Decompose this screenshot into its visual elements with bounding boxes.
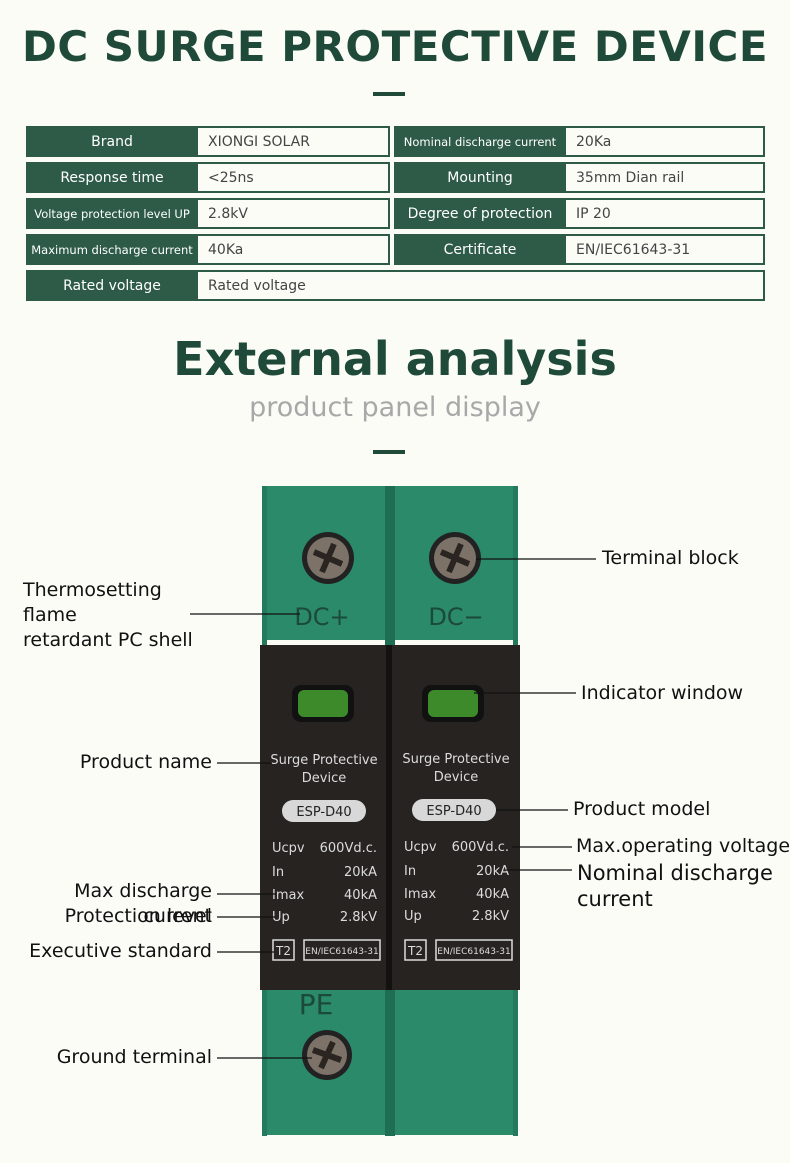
spec-value: IP 20 — [566, 198, 765, 229]
model-badge — [412, 799, 496, 821]
model-text: ESP-D40 — [296, 805, 351, 820]
spec-key: Imax — [272, 888, 304, 903]
callout-lines — [190, 558, 596, 1059]
spec-val: 20kA — [476, 864, 509, 879]
spec-key: In — [404, 864, 416, 879]
spec-value: Rated voltage — [198, 270, 765, 301]
callout-nominal-line1: Nominal discharge — [577, 861, 773, 885]
product-name-line2: Device — [302, 771, 346, 786]
pe-label: PE — [299, 988, 334, 1021]
spec-value: XIONGI SOLAR — [198, 126, 390, 157]
spec-label: Mounting — [394, 162, 566, 193]
spec-val: 2.8kV — [472, 909, 509, 924]
callout-terminal-block: Terminal block — [602, 547, 739, 569]
spec-label: Certificate — [394, 234, 566, 265]
product-name-line2: Device — [434, 770, 478, 785]
dc-plus-label: DC+ — [294, 603, 349, 631]
spec-val: 600Vd.c. — [452, 840, 509, 855]
spec-val: 40kA — [476, 887, 509, 902]
spec-key: Up — [272, 910, 290, 925]
spec-value: EN/IEC61643-31 — [566, 234, 765, 265]
spec-key: Ucpv — [272, 841, 305, 856]
spec-label: Voltage protection level UP — [26, 198, 198, 229]
spec-key: Up — [404, 909, 422, 924]
spec-value: 2.8kV — [198, 198, 390, 229]
spec-table: Brand XIONGI SOLAR Nominal discharge cur… — [26, 121, 765, 306]
spec-label: Maximum discharge current — [26, 234, 198, 265]
spec-label: Degree of protection — [394, 198, 566, 229]
product-name-line1: Surge Protective — [402, 752, 509, 767]
spec-val: 40kA — [344, 888, 377, 903]
screw-icon — [302, 532, 354, 584]
product-name-line1: Surge Protective — [270, 753, 377, 768]
callout-ground-terminal: Ground terminal — [56, 1046, 212, 1068]
spec-label: Rated voltage — [26, 270, 198, 301]
t2-text: T2 — [275, 944, 291, 958]
standard-badge — [435, 939, 513, 961]
callout-nominal-line2: current — [577, 887, 653, 911]
spec-key: In — [272, 865, 284, 880]
callout-max-operating-voltage: Max.operating voltage — [576, 835, 790, 857]
callout-shell-line2: retardant PC shell — [23, 629, 193, 651]
table-row: Rated voltage Rated voltage — [26, 270, 765, 301]
screw-icon — [302, 1030, 352, 1080]
spec-label: Response time — [26, 162, 198, 193]
t2-badge — [272, 939, 295, 961]
spec-val: 2.8kV — [340, 910, 377, 925]
callout-protection-level: Protection level — [64, 905, 212, 927]
callout-indicator-window: Indicator window — [581, 682, 744, 704]
callout-executive-standard: Executive standard — [29, 940, 212, 962]
section-subtitle: product panel display — [249, 392, 541, 423]
table-row: Brand XIONGI SOLAR Nominal discharge cur… — [26, 126, 765, 157]
section-title: External analysis — [173, 332, 617, 386]
title-underline — [373, 92, 405, 96]
spec-val: 600Vd.c. — [320, 841, 377, 856]
table-row: Response time <25ns Mounting 35mm Dian r… — [26, 162, 765, 193]
spec-value: 35mm Dian rail — [566, 162, 765, 193]
screw-icon — [429, 532, 481, 584]
spec-label: Nominal discharge current — [394, 126, 566, 157]
t2-badge — [404, 939, 427, 961]
model-badge — [282, 800, 366, 822]
section-underline — [373, 450, 405, 454]
standard-badge — [303, 939, 381, 961]
standard-text: EN/IEC61643-31 — [437, 947, 510, 957]
page-title: DC SURGE PROTECTIVE DEVICE — [21, 22, 769, 71]
callout-max-discharge-current: Max discharge current — [74, 880, 212, 927]
table-row: Voltage protection level UP 2.8kV Degree… — [26, 198, 765, 229]
table-row: Maximum discharge current 40Ka Certifica… — [26, 234, 765, 265]
model-text: ESP-D40 — [426, 804, 481, 819]
spec-key: Ucpv — [404, 840, 437, 855]
t2-text: T2 — [407, 944, 423, 958]
spec-value: <25ns — [198, 162, 390, 193]
callout-product-name: Product name — [79, 751, 212, 773]
standard-text: EN/IEC61643-31 — [305, 947, 378, 957]
callout-shell-line1: Thermosetting flame — [23, 579, 162, 626]
spec-value: 40Ka — [198, 234, 390, 265]
callout-product-model: Product model — [573, 798, 711, 820]
spec-key: Imax — [404, 887, 436, 902]
callout-nominal-discharge: Nominal discharge current — [577, 860, 773, 912]
spec-value: 20Ka — [566, 126, 765, 157]
callout-shell: Thermosetting flame retardant PC shell — [8, 578, 203, 653]
dc-minus-label: DC− — [428, 603, 483, 631]
spec-val: 20kA — [344, 865, 377, 880]
spec-label: Brand — [26, 126, 198, 157]
